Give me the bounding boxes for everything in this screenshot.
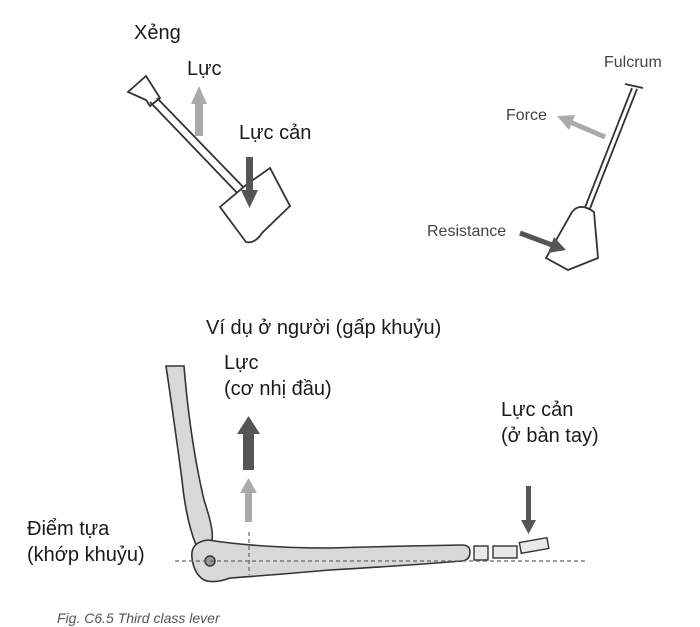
- hand-resistance-label-line2: (ở bàn tay): [501, 425, 599, 447]
- right-force-label: Force: [506, 107, 547, 124]
- elbow-fulcrum-label-line2: (khớp khuỷu): [27, 544, 145, 566]
- left-resistance-label: Lực cản: [239, 122, 312, 144]
- right-fulcrum-label: Fulcrum: [604, 54, 662, 71]
- human-example-title: Ví dụ ở người (gấp khuỷu): [206, 317, 442, 339]
- figure-caption: Fig. C6.5 Third class lever: [57, 610, 220, 626]
- bicep-force-label-line2: (cơ nhị đầu): [224, 378, 332, 400]
- right-shovel-shaft: [583, 87, 633, 211]
- right-shovel-blade: [544, 206, 599, 271]
- right-shovel: [544, 83, 644, 271]
- right-force-arrow: [557, 115, 606, 140]
- left-shovel-handle-grip: [126, 74, 162, 108]
- hand-resistance-label-line1: Lực cản: [501, 399, 574, 421]
- left-shovel: [126, 74, 292, 244]
- left-shovel-title: Xẻng: [134, 22, 181, 44]
- left-force-label: Lực: [187, 58, 222, 80]
- bicep-force-arrow-light: [240, 478, 257, 522]
- left-shovel-blade: [218, 166, 292, 244]
- humerus-bone: [165, 365, 214, 546]
- right-shovel-handle: [624, 83, 644, 89]
- bicep-force-label-line1: Lực: [224, 352, 259, 374]
- right-resistance-arrow: [519, 230, 566, 253]
- bicep-force-arrow-dark: [237, 416, 260, 470]
- right-resistance-label: Resistance: [427, 223, 507, 240]
- left-shovel-shaft: [149, 101, 243, 199]
- hand-bones: [473, 536, 550, 561]
- left-resistance-arrow: [241, 157, 258, 208]
- hand-resistance-arrow: [521, 486, 536, 534]
- left-force-arrow: [191, 86, 207, 136]
- elbow-fulcrum-label-line1: Điểm tựa: [27, 518, 110, 540]
